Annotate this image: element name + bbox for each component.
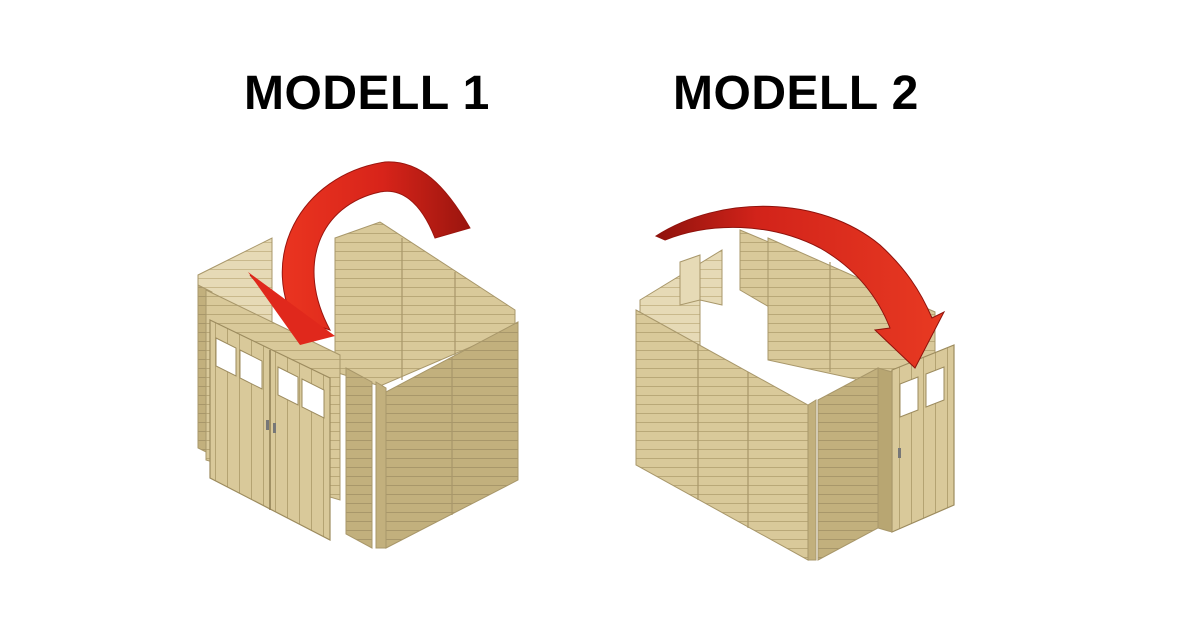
shed-model-2 [635, 205, 955, 561]
shed-2-door [891, 344, 955, 533]
shed-1-corner-post [345, 367, 373, 549]
shed-2-arrow [654, 205, 946, 369]
shed-2-right-wall [817, 367, 879, 561]
shed-1-arrow [249, 161, 471, 333]
modell-2-title: MODELL 2 [673, 67, 919, 120]
modell-1-title: MODELL 1 [244, 67, 490, 120]
shed-1-door-windows [215, 337, 325, 419]
shed-2-door-windows [899, 366, 945, 418]
shed-model-1 [197, 161, 519, 549]
